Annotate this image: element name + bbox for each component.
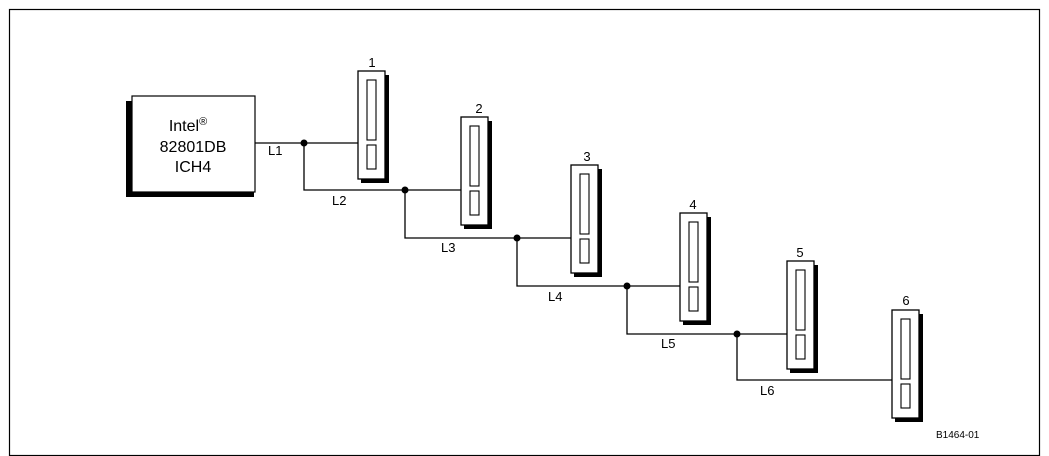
connector-short-slot [579, 238, 590, 264]
segment-labels: L1 L2 L3 L4 L5 L6 [268, 143, 774, 398]
junction-dots [300, 139, 741, 338]
junction-dot [401, 186, 409, 194]
segment-label-l6: L6 [760, 383, 774, 398]
connector-short-slot [900, 383, 911, 409]
figure-id: B1464-01 [936, 430, 980, 441]
connector-short-slot [795, 334, 806, 360]
connector-label: 2 [475, 101, 482, 116]
connector-label: 4 [689, 197, 696, 212]
chip-body [131, 95, 256, 193]
connector-short-slot [688, 286, 699, 312]
connector-4: 4 [679, 197, 711, 325]
segment-label-l2: L2 [332, 193, 346, 208]
chip-label-part: 82801DB [160, 139, 227, 156]
connector-long-slot [688, 221, 699, 283]
wire-l6 [736, 334, 892, 381]
connector-short-slot [366, 144, 377, 170]
ich4-chip: Intel® 82801DB ICH4 [126, 95, 256, 197]
connector-1: 1 [357, 55, 389, 183]
connector-2: 2 [460, 101, 492, 229]
connector-long-slot [366, 79, 377, 141]
junction-dot [733, 330, 741, 338]
chip-label-vendor: Intel® [169, 116, 207, 135]
wire-l2 [303, 143, 461, 191]
connector-6: 6 [891, 293, 923, 422]
connector-long-slot [900, 318, 911, 380]
junction-dot [300, 139, 308, 147]
figure-border [8, 8, 1041, 456]
junction-dot [623, 282, 631, 290]
chip-label-name: ICH4 [175, 159, 212, 176]
connector-long-slot [795, 269, 806, 331]
connector-label: 5 [796, 245, 803, 260]
connector-3: 3 [570, 149, 602, 277]
junction-dot [513, 234, 521, 242]
segment-label-l4: L4 [548, 289, 562, 304]
connector-label: 3 [583, 149, 590, 164]
segment-label-l5: L5 [661, 336, 675, 351]
segment-label-l3: L3 [441, 240, 455, 255]
connector-long-slot [469, 125, 480, 187]
connector-long-slot [579, 173, 590, 235]
connector-5: 5 [786, 245, 818, 373]
segment-label-l1: L1 [268, 143, 282, 158]
connector-label: 1 [368, 55, 375, 70]
connector-short-slot [469, 190, 480, 216]
connector-label: 6 [902, 293, 909, 308]
